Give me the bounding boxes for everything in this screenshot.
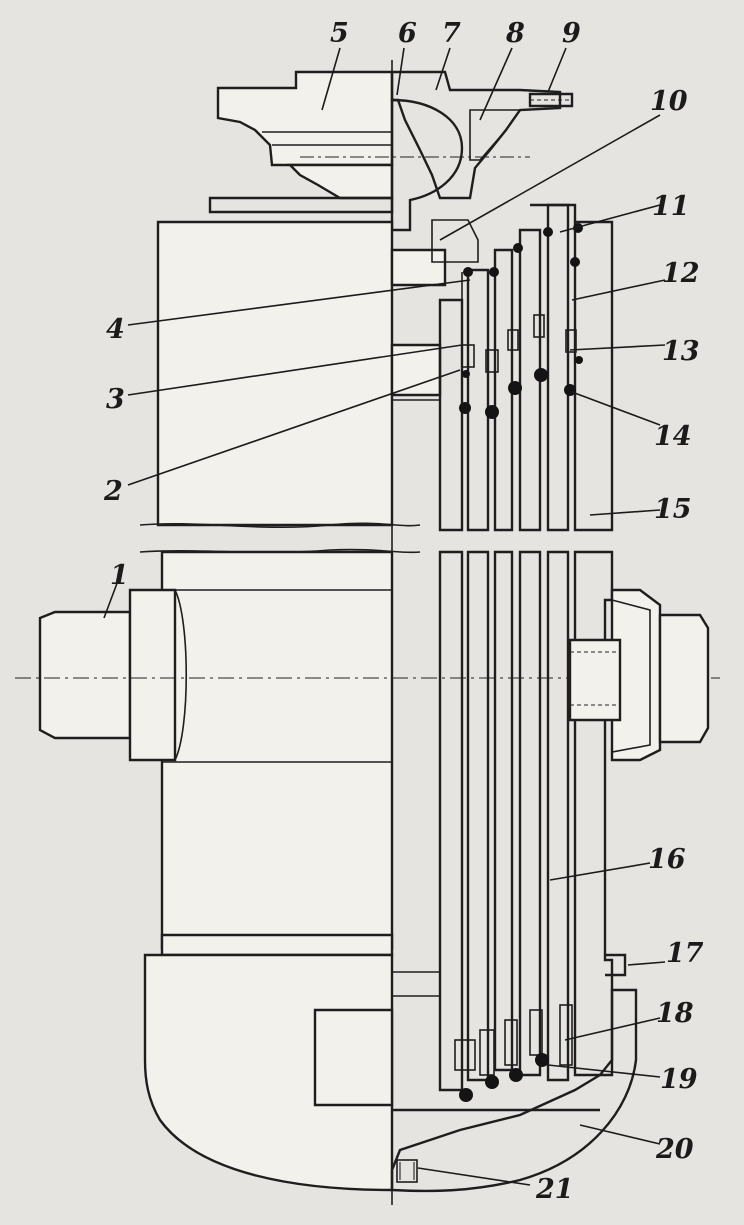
- label-14: 14: [654, 421, 692, 452]
- label-3: 3: [106, 384, 125, 415]
- label-21: 21: [535, 1174, 574, 1205]
- leader-lines: [103, 47, 666, 1186]
- label-15: 15: [654, 494, 692, 525]
- label-13: 13: [662, 336, 700, 367]
- label-9: 9: [562, 18, 581, 49]
- label-20: 20: [655, 1134, 694, 1165]
- upper-body: [139, 220, 447, 529]
- label-19: 19: [660, 1064, 698, 1095]
- label-12: 12: [662, 258, 700, 289]
- telescopic-tubes-lower: [438, 550, 710, 1102]
- lower-body: [15, 548, 720, 957]
- label-10: 10: [650, 86, 688, 117]
- head-assembly: [208, 70, 574, 232]
- bottom-cap: [143, 953, 638, 1193]
- telescopic-tubes-upper: [431, 203, 614, 532]
- label-18: 18: [656, 998, 694, 1029]
- label-2: 2: [103, 476, 123, 507]
- callout-labels: 1 2 3 4 5 6 7 8 9 10 11 12 13 14 15 16 1…: [103, 18, 704, 1205]
- label-1: 1: [110, 560, 129, 591]
- label-6: 6: [398, 18, 417, 49]
- label-7: 7: [442, 18, 461, 49]
- label-11: 11: [652, 191, 690, 222]
- label-4: 4: [106, 314, 125, 345]
- label-16: 16: [648, 844, 686, 875]
- label-8: 8: [505, 18, 525, 49]
- label-17: 17: [666, 938, 704, 969]
- label-5: 5: [330, 18, 349, 49]
